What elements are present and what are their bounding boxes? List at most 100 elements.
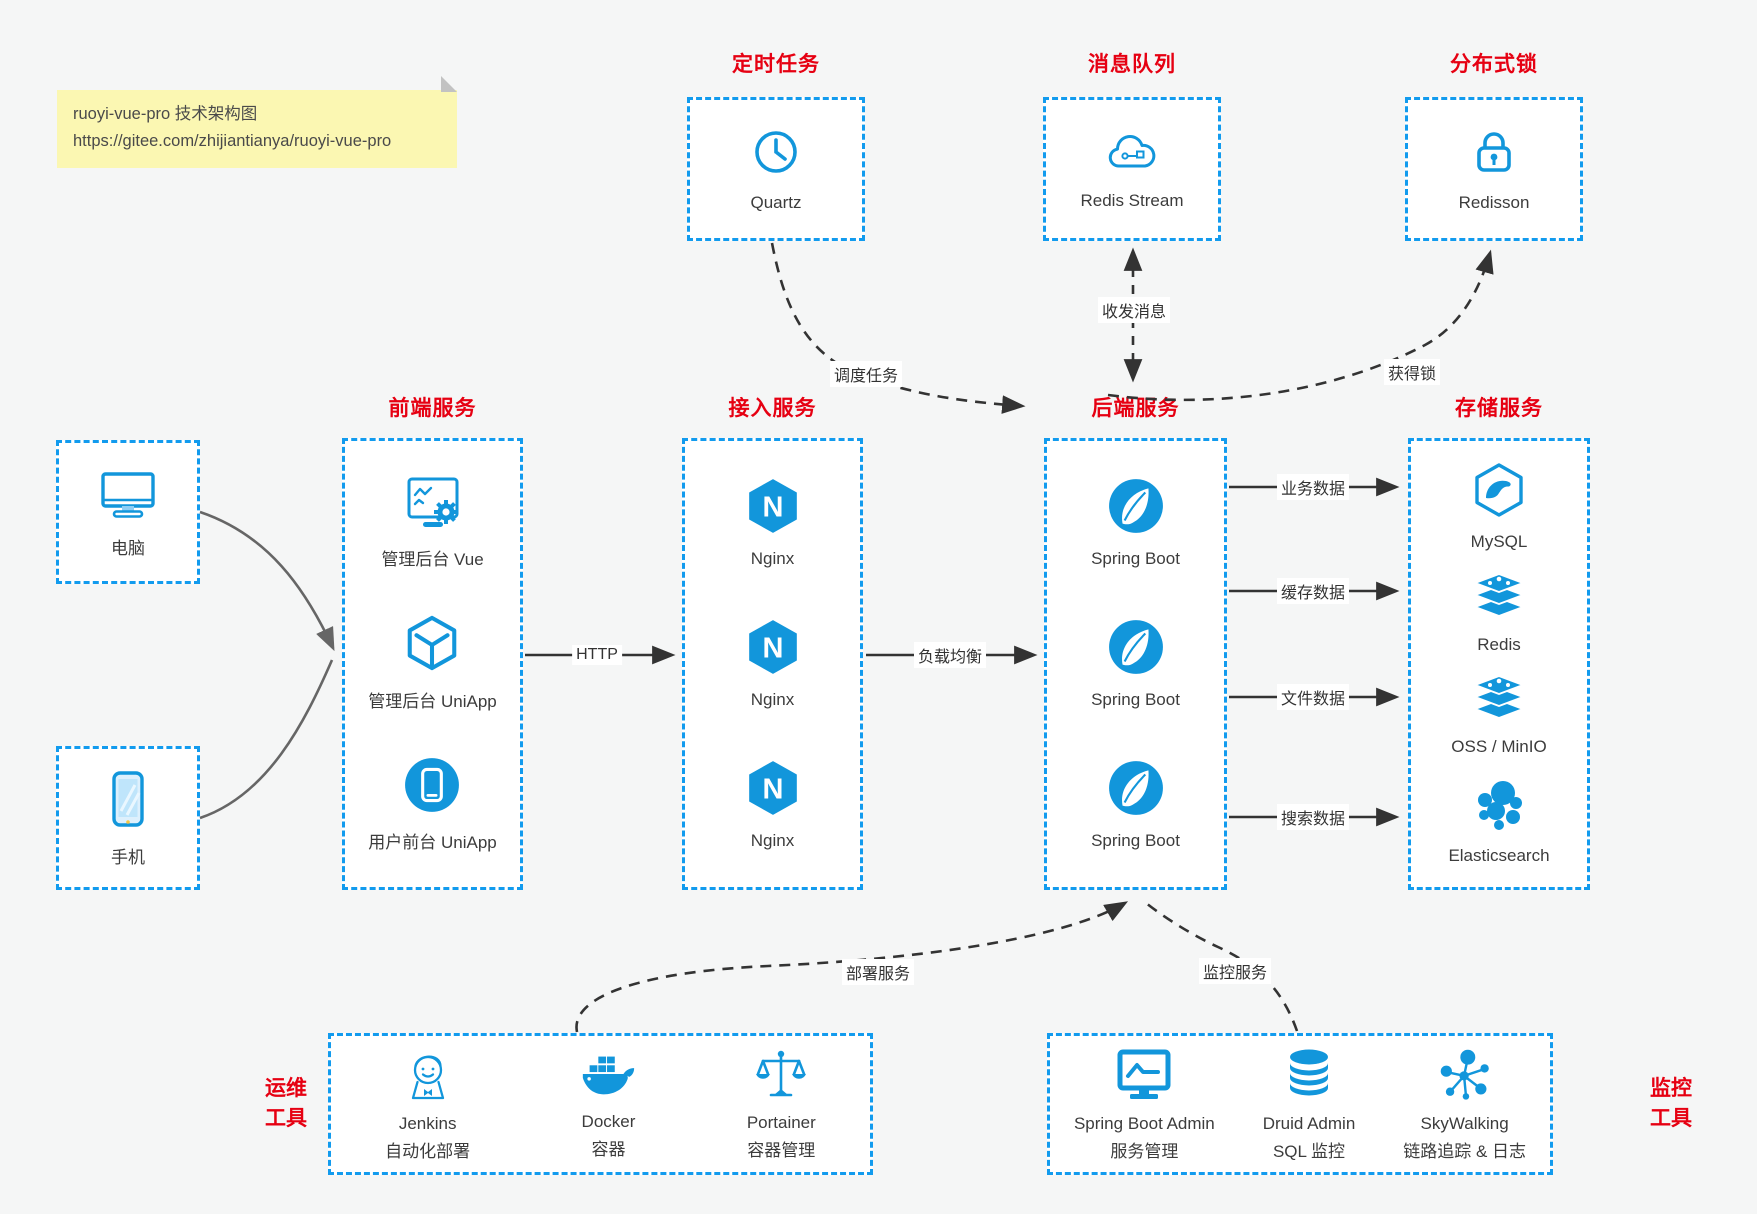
edge-label-cache-data: 缓存数据 bbox=[1276, 578, 1350, 604]
svg-text:N: N bbox=[762, 773, 783, 805]
ops-title-line2: 工具 bbox=[265, 1107, 307, 1130]
node-jenkins: Jenkins 自动化部署 bbox=[385, 1046, 470, 1163]
node-druid-admin: Druid Admin SQL 监控 bbox=[1263, 1046, 1355, 1163]
spring-icon bbox=[1107, 759, 1165, 822]
node-admin-vue: 管理后台 Vue bbox=[381, 475, 484, 570]
node-quartz: Quartz bbox=[690, 125, 862, 213]
edge-label-search-data: 搜索数据 bbox=[1276, 804, 1350, 830]
node-label: Spring Boot bbox=[1091, 830, 1180, 850]
node-docker: Docker 容器 bbox=[578, 1048, 638, 1161]
uniapp-cube-icon bbox=[402, 613, 462, 678]
group-title-gateway: 接入服务 bbox=[728, 397, 817, 420]
node-redis: Redis bbox=[1471, 571, 1527, 655]
note-url[interactable]: https://gitee.com/zhijiantianya/ruoyi-vu… bbox=[73, 132, 392, 150]
edge-label-lock: 获得锁 bbox=[1383, 359, 1441, 385]
box-quartz: Quartz bbox=[687, 97, 865, 241]
user-app-icon bbox=[403, 756, 461, 819]
phone-icon bbox=[101, 769, 155, 834]
monitor-title-line1: 监控 bbox=[1650, 1077, 1692, 1100]
tool-desc: 容器管理 bbox=[747, 1140, 816, 1160]
edge-phone-to-frontend bbox=[199, 659, 334, 820]
node-nginx-2: N Nginx bbox=[744, 618, 802, 710]
nginx-icon: N bbox=[744, 618, 802, 681]
box-gateway-services: N Nginx N Nginx N Nginx bbox=[682, 438, 863, 890]
portainer-icon bbox=[753, 1047, 809, 1106]
node-spring-boot-admin: Spring Boot Admin 服务管理 bbox=[1074, 1046, 1215, 1163]
node-label: Spring Boot bbox=[1091, 549, 1180, 569]
node-label: Redis bbox=[1477, 634, 1521, 654]
group-title-backend: 后端服务 bbox=[1091, 397, 1180, 420]
node-label: Quartz bbox=[750, 193, 802, 212]
node-label: 用户前台 UniApp bbox=[368, 833, 497, 853]
note-fold-corner bbox=[441, 76, 457, 92]
edge-label-monitor: 监控服务 bbox=[1198, 958, 1272, 984]
box-frontend-services: 管理后台 Vue 管理后台 UniApp 用户前台 UniApp bbox=[342, 438, 523, 890]
tool-name: SkyWalking bbox=[1420, 1113, 1509, 1133]
node-spring-boot-3: Spring Boot bbox=[1091, 759, 1180, 851]
node-label: Redis Stream bbox=[1080, 191, 1184, 210]
druid-icon bbox=[1281, 1046, 1337, 1107]
box-backend-services: Spring Boot Spring Boot Spring Boot bbox=[1044, 438, 1227, 890]
group-title-storage: 存储服务 bbox=[1455, 397, 1543, 420]
group-title-frontend: 前端服务 bbox=[388, 397, 477, 420]
node-user-uniapp: 用户前台 UniApp bbox=[368, 756, 497, 853]
tool-name: Docker bbox=[581, 1111, 636, 1131]
tool-desc: 自动化部署 bbox=[385, 1141, 471, 1161]
box-storage-services: MySQL Redis OSS / MinIO Elasticsearch bbox=[1408, 438, 1590, 890]
lock-icon bbox=[1467, 125, 1521, 184]
docker-icon bbox=[578, 1048, 638, 1105]
cloud-stream-icon bbox=[1104, 127, 1160, 182]
tool-desc: 链路追踪 & 日志 bbox=[1403, 1141, 1527, 1161]
box-phone-client: 手机 bbox=[56, 746, 200, 890]
elasticsearch-icon bbox=[1471, 776, 1527, 837]
node-redis-stream: Redis Stream bbox=[1046, 127, 1218, 211]
edge-pc-to-frontend bbox=[199, 510, 335, 652]
node-skywalking: SkyWalking 链路追踪 & 日志 bbox=[1403, 1046, 1526, 1163]
tool-desc: SQL 监控 bbox=[1272, 1141, 1346, 1161]
box-pc-client: 电脑 bbox=[56, 440, 200, 584]
node-label: 管理后台 Vue bbox=[381, 549, 484, 569]
tool-name: Jenkins bbox=[398, 1113, 457, 1133]
spring-icon bbox=[1107, 618, 1165, 681]
edge-label-messaging: 收发消息 bbox=[1097, 297, 1171, 323]
node-phone: 手机 bbox=[59, 769, 197, 868]
group-title-ops-tools: 运维 工具 bbox=[243, 1074, 329, 1134]
redis-stack-icon bbox=[1471, 571, 1527, 626]
group-title-message-queue: 消息队列 bbox=[1088, 53, 1176, 76]
node-label: 手机 bbox=[111, 847, 145, 867]
node-nginx-1: N Nginx bbox=[744, 477, 802, 569]
group-title-monitor-tools: 监控 工具 bbox=[1628, 1074, 1714, 1134]
node-label: Nginx bbox=[750, 689, 795, 709]
monitor-title-line2: 工具 bbox=[1650, 1107, 1692, 1130]
node-label: 管理后台 UniApp bbox=[368, 692, 497, 712]
tool-desc: 容器 bbox=[591, 1139, 626, 1159]
node-spring-boot-2: Spring Boot bbox=[1091, 618, 1180, 710]
tool-name: Spring Boot Admin bbox=[1073, 1113, 1215, 1133]
group-title-scheduled-tasks: 定时任务 bbox=[732, 53, 820, 76]
edge-label-schedule: 调度任务 bbox=[829, 361, 903, 387]
tool-name: Portainer bbox=[746, 1112, 816, 1132]
edge-label-load-balance: 负载均衡 bbox=[913, 642, 987, 668]
node-nginx-3: N Nginx bbox=[744, 759, 802, 851]
node-elasticsearch: Elasticsearch bbox=[1448, 776, 1550, 866]
node-label: Redisson bbox=[1458, 193, 1530, 212]
edge-label-http: HTTP bbox=[572, 645, 622, 665]
node-label: Spring Boot bbox=[1091, 689, 1180, 709]
edge-label-file-data: 文件数据 bbox=[1276, 684, 1350, 710]
node-label: Nginx bbox=[750, 830, 795, 850]
node-label: OSS / MinIO bbox=[1451, 737, 1547, 757]
ops-title-line1: 运维 bbox=[265, 1077, 307, 1100]
box-monitor-tools: Spring Boot Admin 服务管理 Druid Admin SQL 监… bbox=[1047, 1033, 1553, 1175]
box-ops-tools: Jenkins 自动化部署 Docker 容器 Portainer 容器管理 bbox=[328, 1033, 873, 1175]
sticky-note: ruoyi-vue-pro 技术架构图 https://gitee.com/zh… bbox=[57, 76, 457, 168]
nginx-icon: N bbox=[744, 759, 802, 822]
node-admin-uniapp: 管理后台 UniApp bbox=[368, 613, 497, 712]
group-title-distributed-lock: 分布式锁 bbox=[1450, 53, 1538, 76]
node-spring-boot-1: Spring Boot bbox=[1091, 477, 1180, 569]
svg-text:N: N bbox=[762, 632, 783, 664]
tool-desc: 服务管理 bbox=[1110, 1141, 1179, 1161]
edge-label-deploy: 部署服务 bbox=[841, 959, 915, 985]
admin-vue-icon bbox=[404, 475, 462, 536]
skywalking-icon bbox=[1437, 1046, 1493, 1107]
